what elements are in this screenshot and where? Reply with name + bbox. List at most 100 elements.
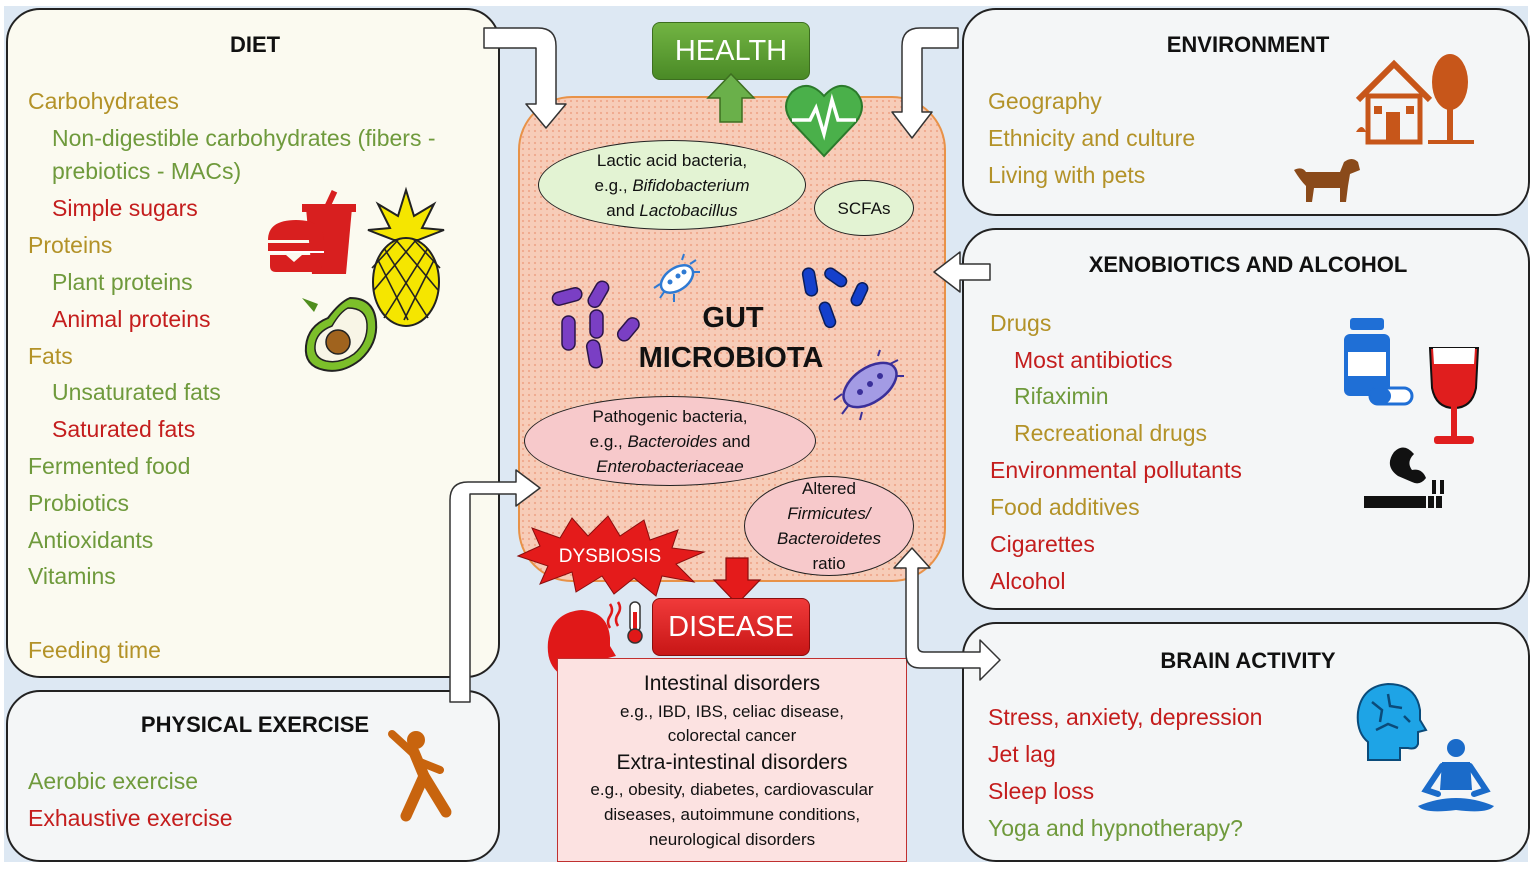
brain-item: Sleep loss xyxy=(988,778,1095,804)
diet-item: Vitamins xyxy=(28,563,116,589)
brain-panel: BRAIN ACTIVITY Stress, anxiety, depressi… xyxy=(962,622,1530,862)
diet-item: Probiotics xyxy=(28,490,129,516)
intestinal-disorders-examples-2: colorectal cancer xyxy=(667,726,797,745)
diet-item: Simple sugars xyxy=(52,195,198,221)
environment-item: Ethnicity and culture xyxy=(988,125,1196,151)
diet-item: Plant proteins xyxy=(52,269,193,295)
avocado-icon xyxy=(302,296,378,372)
pathogenic-family: Enterobacteriaceae xyxy=(596,456,744,476)
thermometer-icon xyxy=(606,601,643,644)
lactic-genus-1: Bifidobacterium xyxy=(632,175,750,195)
heart-pulse-icon xyxy=(785,85,863,158)
house-icon xyxy=(1355,59,1433,145)
gut-title-line2: MICROBIOTA xyxy=(638,342,824,374)
scfas-label: SCFAs xyxy=(837,198,891,218)
bacteria-icon xyxy=(653,253,700,302)
fast-food-icon xyxy=(268,189,356,274)
intestinal-disorders-examples-1: e.g., IBD, IBS, celiac disease, xyxy=(620,702,844,721)
diet-item: Proteins xyxy=(28,232,113,258)
xenobiotics-item: Drugs xyxy=(990,310,1052,336)
pathogenic-line1: Pathogenic bacteria, xyxy=(592,406,748,426)
brain-item: Jet lag xyxy=(988,741,1056,767)
extra-intestinal-examples-2: diseases, autoimmune conditions, xyxy=(603,805,861,824)
scfas-ellipse: SCFAs xyxy=(814,180,914,236)
bacteria-icon xyxy=(801,267,869,329)
health-up-arrow xyxy=(706,72,756,123)
pathogenic-genus: Bacteroides xyxy=(627,431,718,451)
gut-title-line1: GUT xyxy=(702,302,764,334)
xenobiotics-item: Recreational drugs xyxy=(1014,420,1208,446)
lactic-line1: Lactic acid bacteria, xyxy=(596,150,748,170)
disorders-box: Intestinal disorders e.g., IBD, IBS, cel… xyxy=(557,658,907,862)
disease-down-arrow xyxy=(712,557,762,605)
pathogenic-line2-suffix: and xyxy=(717,431,751,451)
extra-intestinal-disorders-title: Extra-intestinal disorders xyxy=(616,751,848,774)
pathogenic-line2-prefix: e.g., xyxy=(589,431,628,451)
lactic-line2-prefix: e.g., xyxy=(594,175,633,195)
environment-item: Living with pets xyxy=(988,162,1146,188)
brain-item: Stress, anxiety, depression xyxy=(988,704,1263,730)
bacteria-icon xyxy=(833,349,904,421)
yoga-person-icon xyxy=(388,730,452,822)
lactic-line3-prefix: and xyxy=(606,200,640,220)
xenobiotics-item: Alcohol xyxy=(990,568,1066,594)
bacteria-icon xyxy=(551,280,640,369)
diet-item: Fermented food xyxy=(28,453,191,479)
brain-item: Yoga and hypnotherapy? xyxy=(988,815,1243,841)
environment-item: Geography xyxy=(988,88,1102,114)
xenobiotics-item: Environmental pollutants xyxy=(990,457,1242,483)
exercise-panel: PHYSICAL EXERCISE Aerobic exercise Exhau… xyxy=(6,690,500,862)
diet-item: Antioxidants xyxy=(28,527,154,553)
diet-title: DIET xyxy=(229,32,281,57)
diet-item: Unsaturated fats xyxy=(52,379,221,405)
ratio-line4: ratio xyxy=(812,554,846,573)
exercise-item: Aerobic exercise xyxy=(28,768,199,794)
tree-icon xyxy=(1428,54,1474,144)
lactic-acid-bacteria-ellipse: Lactic acid bacteria, e.g., Bifidobacter… xyxy=(538,140,806,230)
health-badge: HEALTH xyxy=(652,22,810,80)
exercise-title: PHYSICAL EXERCISE xyxy=(140,712,370,737)
diet-item: Feeding time xyxy=(28,637,161,663)
xenobiotics-item: Food additives xyxy=(990,494,1140,520)
diet-panel: DIET Carbohydrates Non-digestible carboh… xyxy=(6,8,500,678)
diet-item: prebiotics - MACs) xyxy=(52,158,242,184)
pineapple-icon xyxy=(367,186,445,327)
diet-item: Animal proteins xyxy=(52,306,211,332)
wine-glass-icon xyxy=(1428,347,1480,444)
ratio-line1: Altered xyxy=(802,479,856,498)
extra-intestinal-examples-1: e.g., obesity, diabetes, cardiovascular xyxy=(590,780,874,799)
diet-item: Carbohydrates xyxy=(28,88,179,114)
diet-item: Saturated fats xyxy=(52,416,196,442)
environment-arrow xyxy=(891,27,959,139)
firmicutes-ratio-ellipse: Altered Firmicutes/ Bacteroidetes ratio xyxy=(744,476,914,576)
intestinal-disorders-title: Intestinal disorders xyxy=(643,672,821,695)
brain-title: BRAIN ACTIVITY xyxy=(1160,648,1336,673)
dysbiosis-burst: DYSBIOSIS xyxy=(516,515,706,597)
xenobiotics-item: Cigarettes xyxy=(990,531,1095,557)
diet-item: Fats xyxy=(28,343,73,369)
xenobiotics-title: XENOBIOTICS AND ALCOHOL xyxy=(1088,252,1408,277)
xenobiotics-arrow xyxy=(933,251,991,293)
xenobiotics-panel: XENOBIOTICS AND ALCOHOL Drugs Most antib… xyxy=(962,228,1530,610)
dysbiosis-label: DYSBIOSIS xyxy=(559,546,661,567)
exercise-item: Exhaustive exercise xyxy=(28,805,233,831)
ratio-line2: Firmicutes/ xyxy=(787,504,871,523)
pill-bottle-icon xyxy=(1344,318,1414,406)
dog-icon xyxy=(1294,159,1360,202)
extra-intestinal-examples-3: neurological disorders xyxy=(648,830,816,849)
environment-panel: ENVIRONMENT Geography Ethnicity and cult… xyxy=(962,8,1530,216)
ratio-line3: Bacteroidetes xyxy=(777,529,881,548)
pathogenic-bacteria-ellipse: Pathogenic bacteria, e.g., Bacteroides a… xyxy=(524,396,816,486)
environment-title: ENVIRONMENT xyxy=(1166,32,1330,57)
diet-item: Non-digestible carbohydrates (fibers - xyxy=(52,125,436,151)
disease-badge: DISEASE xyxy=(652,598,810,656)
meditation-icon xyxy=(1418,739,1494,812)
xenobiotics-item: Rifaximin xyxy=(1014,383,1109,409)
diet-arrow xyxy=(483,27,567,129)
lactic-genus-2: Lactobacillus xyxy=(639,200,738,220)
exercise-arrow xyxy=(449,469,541,703)
cigarette-icon xyxy=(1364,447,1444,508)
brain-arrow xyxy=(893,547,1001,681)
brain-head-icon xyxy=(1356,682,1428,761)
